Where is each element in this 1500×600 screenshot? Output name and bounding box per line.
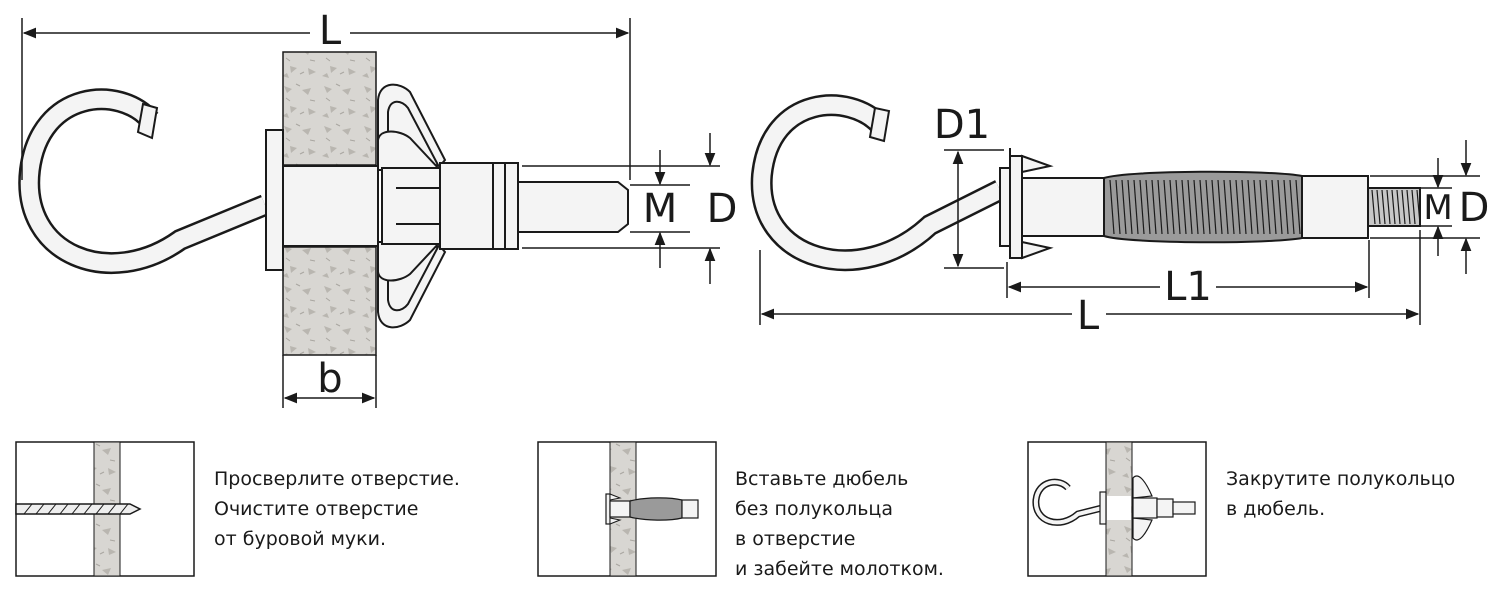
sleeve-rib <box>1271 179 1277 235</box>
sleeve-rib <box>1247 179 1253 235</box>
dim-label-L1: L1 <box>1164 264 1212 310</box>
rod-thread <box>1386 189 1391 225</box>
rod-thread <box>1371 189 1376 225</box>
sleeve-rib <box>1241 179 1247 235</box>
sleeve-rib <box>1127 179 1133 235</box>
collar-with-teeth <box>999 148 1054 260</box>
sleeve-rib <box>1229 179 1235 235</box>
sleeve-rib <box>1139 179 1145 235</box>
step-1-line-3: от буровой муки. <box>214 528 387 550</box>
step-3-instructions: Закрутите полукольцо в дюбель. <box>1226 464 1455 524</box>
dim-label-M-right: M <box>1423 188 1452 228</box>
step-2-line-2: без полукольца <box>735 498 894 520</box>
rod-thread <box>1376 189 1381 225</box>
sleeve-nut <box>1301 175 1369 239</box>
step-1-instructions: Просверлите отверстие. Очистите отверсти… <box>214 464 460 554</box>
sleeve-rib <box>1211 179 1217 235</box>
hook <box>18 88 270 274</box>
dim-label-L: L <box>319 8 342 54</box>
sleeve-rib <box>1157 179 1163 235</box>
sleeve-rib <box>1205 179 1211 235</box>
sleeve-rib <box>1169 179 1175 235</box>
ribbed-sleeve <box>1103 170 1303 244</box>
step-2-instructions: Вставьте дюбель без полукольца в отверст… <box>735 464 944 584</box>
sleeve-rib <box>1187 179 1193 235</box>
step-1-image-drill <box>15 441 195 577</box>
rod-thread <box>1381 189 1386 225</box>
step-3-line-2: в дюбель. <box>1226 498 1326 520</box>
sleeve-rib <box>1199 179 1205 235</box>
dim-label-D-right: D <box>1459 185 1490 231</box>
dim-label-D: D <box>707 186 738 232</box>
threaded-end <box>517 181 629 233</box>
step-1-line-2: Очистите отверстие <box>214 498 419 520</box>
sleeve-rib <box>1133 179 1139 235</box>
sleeve-rib <box>1259 179 1265 235</box>
sleeve-rib <box>1109 179 1115 235</box>
sleeve-rib <box>1277 179 1283 235</box>
expanded-wings <box>377 83 447 329</box>
drill-bit-icon <box>15 503 142 515</box>
sleeve-rib <box>1115 179 1121 235</box>
sleeve-rib <box>1235 179 1241 235</box>
step-3-line-1: Закрутите полукольцо <box>1226 468 1456 490</box>
step-2-line-1: Вставьте дюбель <box>735 468 909 490</box>
rod-thread <box>1391 189 1396 225</box>
step-2-image-insert-dowel <box>537 441 717 577</box>
sleeve-rib <box>1181 179 1187 235</box>
sleeve-rib <box>1265 179 1271 235</box>
sleeve-rib <box>1253 179 1259 235</box>
sleeve-rib <box>1283 179 1289 235</box>
rod-thread <box>1401 189 1406 225</box>
sleeve-rib <box>1175 179 1181 235</box>
sleeve-rib <box>1121 179 1127 235</box>
step-2-line-4: и забейте молотком. <box>735 558 944 580</box>
rod-thread <box>1406 189 1411 225</box>
dim-label-M: M <box>643 186 678 232</box>
sleeve-rib <box>1151 179 1157 235</box>
expansion-nut <box>439 162 519 250</box>
sleeve-rib <box>1163 179 1169 235</box>
right-view-anchor: D1 L1 L M D <box>750 94 1490 339</box>
sleeve-rib <box>1193 179 1199 235</box>
rod-thread <box>1396 189 1401 225</box>
sleeve-rib <box>1145 179 1151 235</box>
rod-thread <box>1411 189 1416 225</box>
sleeve-rib <box>1295 179 1301 235</box>
dim-label-D1: D1 <box>934 102 990 148</box>
sleeve-rib <box>1289 179 1295 235</box>
step-1-line-1: Просверлите отверстие. <box>214 468 460 490</box>
threaded-rod <box>1367 187 1421 227</box>
sleeve-rib <box>1223 179 1229 235</box>
step-3-image-screw-hook <box>1027 441 1207 577</box>
left-view-installed-anchor: L b M D <box>18 8 738 408</box>
dim-label-L-right: L <box>1077 293 1100 339</box>
hook <box>750 94 1005 272</box>
rod-thread <box>1416 189 1421 225</box>
dim-label-b: b <box>317 356 342 402</box>
step-2-line-3: в отверстие <box>735 528 856 550</box>
sleeve-rib <box>1217 179 1223 235</box>
collar-washer <box>265 129 284 271</box>
